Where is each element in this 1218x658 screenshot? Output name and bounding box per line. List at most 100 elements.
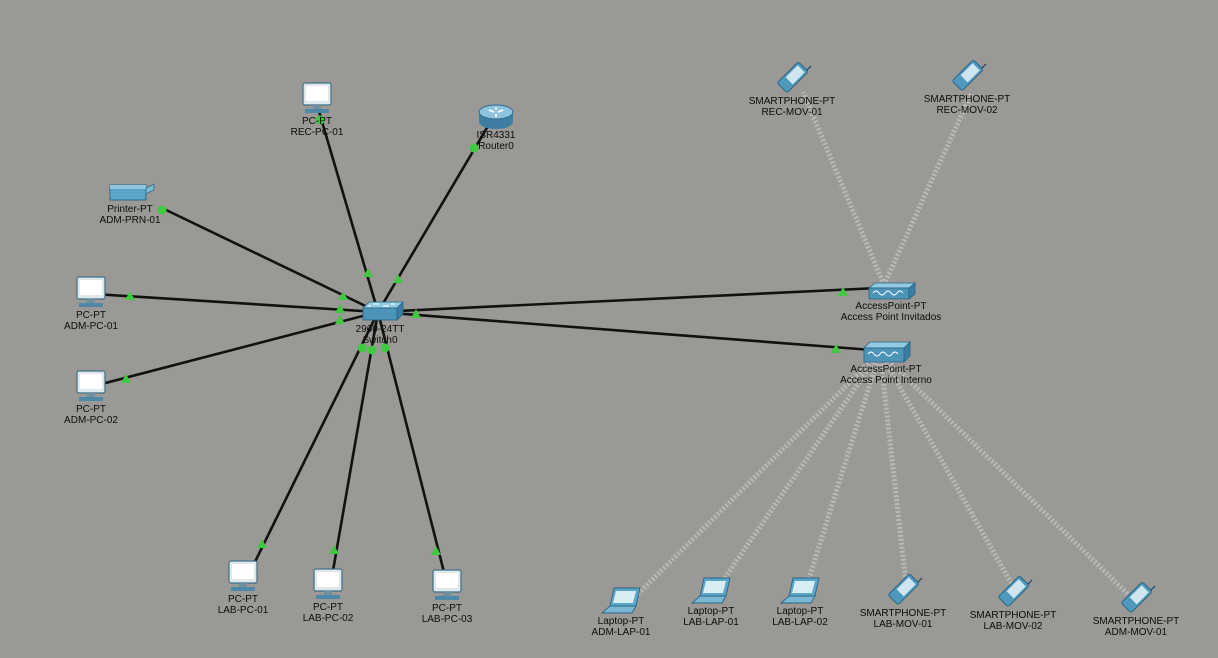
device-model: PC-PT [76, 404, 106, 415]
device-name: REC-PC-01 [290, 127, 344, 138]
device-name: ADM-PRN-01 [99, 215, 161, 226]
device-model: PC-PT [432, 603, 462, 614]
device-name: ADM-MOV-01 [1104, 627, 1168, 638]
device-model: SMARTPHONE-PT [748, 96, 836, 107]
device-name: Access Point Invitados [840, 312, 942, 323]
device-lab-mov-02[interactable]: SMARTPHONE-PT LAB-MOV-02 [968, 574, 1058, 632]
device-model: ISR4331 [476, 130, 516, 141]
link-light-switch-adm-pc-01 [335, 304, 345, 313]
link-light-adm-pc-02 [121, 374, 131, 383]
device-adm-lap-01[interactable]: Laptop-PT ADM-LAP-01 [583, 586, 659, 638]
cable-router0[interactable] [376, 125, 490, 313]
device-model: PC-PT [302, 116, 332, 127]
pc-icon [228, 560, 258, 591]
link-light-switch-adm-pc-02 [335, 315, 345, 324]
device-name: LAB-PC-02 [302, 613, 354, 624]
cable-lab-pc-03[interactable] [376, 311, 450, 589]
device-name: REC-MOV-02 [936, 105, 998, 116]
device-model: Laptop-PT [776, 606, 824, 617]
cable-ap-interno[interactable] [377, 310, 873, 352]
pc-icon [432, 569, 462, 600]
wireless-link-lab-mov-01[interactable] [877, 351, 909, 585]
device-lab-pc-03[interactable]: PC-PT LAB-PC-03 [412, 569, 482, 625]
cable-lab-pc-02[interactable] [328, 311, 380, 589]
device-model: PC-PT [76, 310, 106, 321]
link-light-rec-pc-01 [315, 115, 325, 125]
wireless-link-lab-lap-01[interactable] [715, 350, 883, 590]
wireless-link-adm-mov-01[interactable] [878, 350, 1136, 602]
wireless-link-rec-mov-02[interactable] [881, 90, 975, 287]
wireless-link-lab-mov-02[interactable] [877, 350, 1017, 590]
device-lab-pc-02[interactable]: PC-PT LAB-PC-02 [293, 568, 363, 624]
device-adm-pc-02[interactable]: PC-PT ADM-PC-02 [56, 370, 126, 426]
device-name: Switch0 [362, 335, 398, 346]
cable-adm-pc-01[interactable] [93, 292, 379, 314]
device-model: 2960-24TT [355, 324, 405, 335]
wireless-link-adm-lap-01[interactable] [634, 350, 882, 598]
device-name: LAB-PC-01 [217, 605, 269, 616]
device-lab-lap-02[interactable]: Laptop-PT LAB-LAP-02 [762, 576, 838, 628]
laptop-icon [779, 577, 820, 604]
link-light-ap-invitados [838, 287, 848, 296]
device-ap-interno[interactable]: AccessPoint-PT Access Point Interno [826, 340, 946, 386]
device-model: SMARTPHONE-PT [923, 94, 1011, 105]
smartphone-icon [888, 574, 923, 605]
device-model: SMARTPHONE-PT [969, 610, 1057, 621]
device-model: SMARTPHONE-PT [1092, 616, 1180, 627]
smartphone-icon [952, 60, 987, 91]
device-adm-mov-01[interactable]: SMARTPHONE-PT ADM-MOV-01 [1090, 580, 1182, 638]
device-ap-invitados[interactable]: AccessPoint-PT Access Point Invitados [831, 281, 951, 323]
device-lab-lap-01[interactable]: Laptop-PT LAB-LAP-01 [673, 576, 749, 628]
cable-adm-pc-02[interactable] [93, 310, 379, 388]
device-model: SMARTPHONE-PT [859, 608, 947, 619]
device-name: Router0 [478, 141, 514, 152]
device-adm-pc-01[interactable]: PC-PT ADM-PC-01 [56, 276, 126, 332]
link-light-adm-prn-01 [157, 205, 167, 215]
device-switch0[interactable]: 2960-24TT Switch0 [345, 298, 415, 346]
device-model: Printer-PT [107, 204, 153, 215]
device-model: PC-PT [228, 594, 258, 605]
device-rec-pc-01[interactable]: PC-PT REC-PC-01 [282, 82, 352, 138]
access-point-icon [867, 282, 917, 300]
access-point-icon [863, 341, 911, 363]
link-light-lab-pc-03 [431, 546, 441, 555]
device-rec-mov-02[interactable]: SMARTPHONE-PT REC-MOV-02 [922, 58, 1012, 116]
smartphone-icon [1121, 582, 1156, 613]
laptop-icon [690, 577, 731, 604]
link-light-adm-pc-01 [125, 291, 135, 300]
device-name: ADM-PC-02 [64, 415, 118, 426]
device-lab-mov-01[interactable]: SMARTPHONE-PT LAB-MOV-01 [858, 572, 948, 630]
pc-icon [302, 82, 332, 113]
device-name: ADM-LAP-01 [591, 627, 651, 638]
device-router0[interactable]: ISR4331 Router0 [461, 104, 531, 152]
device-name: LAB-LAP-02 [772, 617, 828, 628]
pc-icon [76, 276, 106, 307]
cable-lab-pc-01[interactable] [244, 311, 380, 581]
device-name: LAB-MOV-02 [983, 621, 1043, 632]
wireless-link-rec-mov-01[interactable] [800, 91, 887, 286]
router-icon [478, 104, 514, 129]
device-name: REC-MOV-01 [761, 107, 823, 118]
link-light-switch-lab-pc-02 [367, 345, 377, 355]
link-light-switch-lab-pc-01 [357, 343, 367, 353]
cable-rec-pc-01[interactable] [316, 107, 380, 313]
pc-icon [76, 370, 106, 401]
device-model: AccessPoint-PT [850, 364, 922, 375]
wireless-link-lab-lap-02[interactable] [803, 351, 883, 589]
cable-ap-invitados[interactable] [377, 286, 879, 314]
link-light-ap-interno [831, 344, 841, 353]
link-light-switch-rec-pc-01 [363, 268, 373, 277]
device-adm-prn-01[interactable]: Printer-PT ADM-PRN-01 [92, 182, 168, 226]
link-light-switch-adm-prn-01 [338, 291, 348, 300]
smartphone-icon [998, 576, 1033, 607]
device-model: Laptop-PT [687, 606, 735, 617]
device-model: Laptop-PT [597, 616, 645, 627]
smartphone-icon [777, 62, 812, 93]
link-light-switch-ap-invitados [411, 309, 421, 318]
device-name: Access Point Interno [840, 375, 932, 386]
laptop-icon [600, 587, 641, 614]
device-lab-pc-01[interactable]: PC-PT LAB-PC-01 [208, 560, 278, 616]
device-rec-mov-01[interactable]: SMARTPHONE-PT REC-MOV-01 [747, 60, 837, 118]
